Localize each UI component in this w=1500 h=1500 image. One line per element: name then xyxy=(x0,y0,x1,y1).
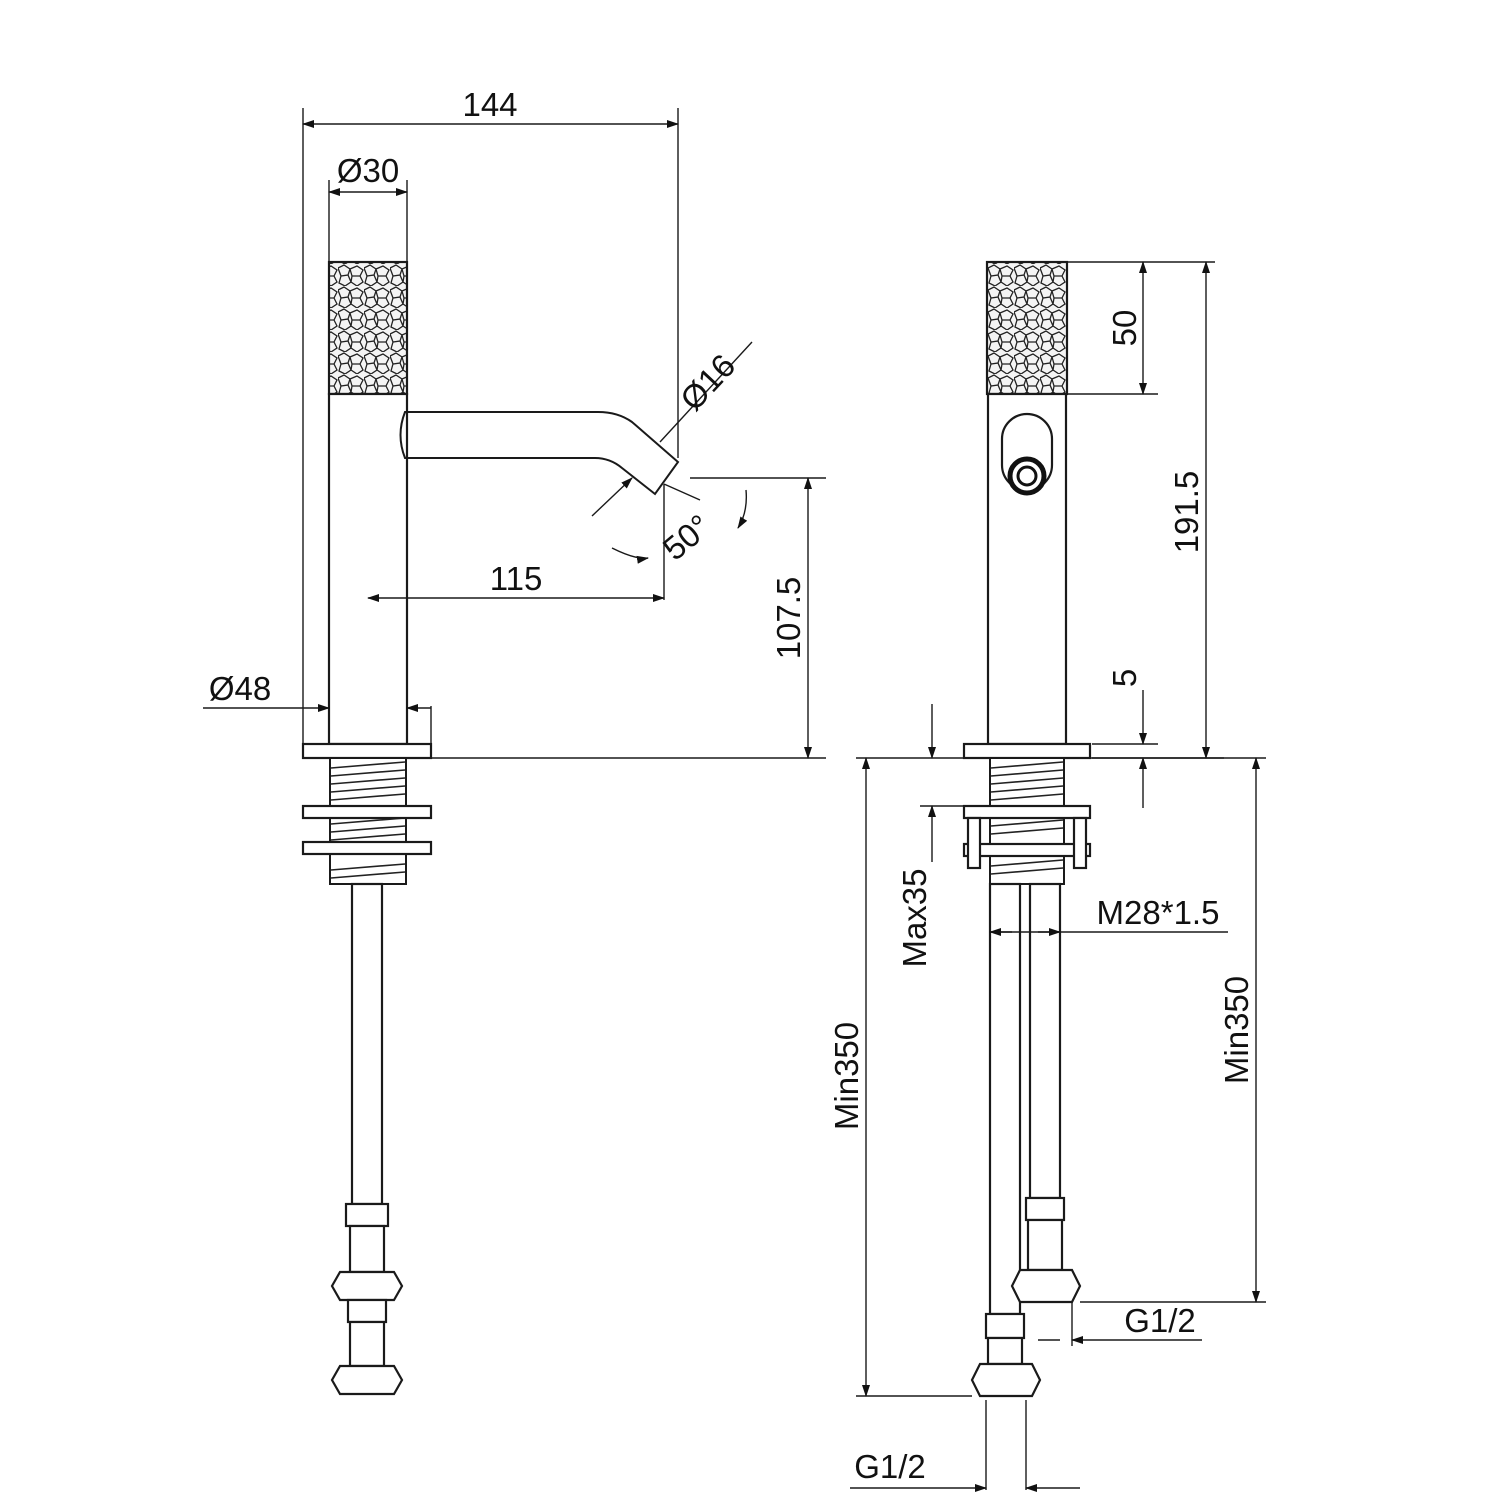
dim-connection-left: G1/2 xyxy=(854,1448,926,1485)
dim-spout-angle: 50° xyxy=(656,507,718,567)
dim-connection-right: G1/2 xyxy=(1124,1302,1196,1339)
hex-nut-front-lower xyxy=(970,1362,1042,1398)
dim-total-width: 144 xyxy=(462,86,517,123)
washer-lower xyxy=(301,840,433,856)
dim-thread-size: M28*1.5 xyxy=(1097,894,1220,931)
washer-upper xyxy=(301,804,433,820)
side-view xyxy=(301,260,680,1396)
dim-hose-length-left: Min350 xyxy=(828,1022,865,1130)
supply-hose-front-left xyxy=(988,882,1022,1316)
side-view-dimensions: 144 Ø30 Ø16 50° 115 107.5 Ø48 xyxy=(203,86,826,759)
washer-upper-front xyxy=(962,804,1092,820)
hex-nut-upper xyxy=(330,1270,404,1302)
dim-max-deck-thickness: Max35 xyxy=(896,868,933,967)
supply-hose xyxy=(350,882,384,1206)
handle-textured-front xyxy=(985,260,1069,396)
dim-spout-reach: 115 xyxy=(490,560,543,597)
dim-total-height: 191.5 xyxy=(1168,471,1205,554)
aerator xyxy=(1007,456,1047,496)
dim-spout-diameter: Ø16 xyxy=(673,347,743,418)
threaded-shank-front xyxy=(989,757,1065,885)
hex-nut-front-upper xyxy=(1010,1268,1082,1304)
supply-hose-front-right xyxy=(1028,882,1062,1200)
front-view-dimensions: 50 191.5 5 Max35 Min350 M28*1.5 Min350 xyxy=(828,261,1266,1492)
base-flange xyxy=(301,742,433,760)
dim-hose-length-right: Min350 xyxy=(1218,976,1255,1084)
washer-lower-front xyxy=(962,842,1092,858)
threaded-shank xyxy=(329,757,407,885)
handle-textured xyxy=(327,260,409,396)
dim-handle-height: 50 xyxy=(1106,310,1143,347)
dim-base-diameter: Ø48 xyxy=(209,670,271,707)
faucet-body xyxy=(327,392,409,746)
front-view xyxy=(962,260,1092,1398)
hex-nut-lower xyxy=(330,1364,404,1396)
dim-handle-diameter: Ø30 xyxy=(337,152,399,189)
spout xyxy=(399,411,680,496)
base-flange-front xyxy=(962,742,1092,760)
dim-spout-height: 107.5 xyxy=(770,577,807,660)
dim-base-thickness: 5 xyxy=(1106,669,1143,687)
